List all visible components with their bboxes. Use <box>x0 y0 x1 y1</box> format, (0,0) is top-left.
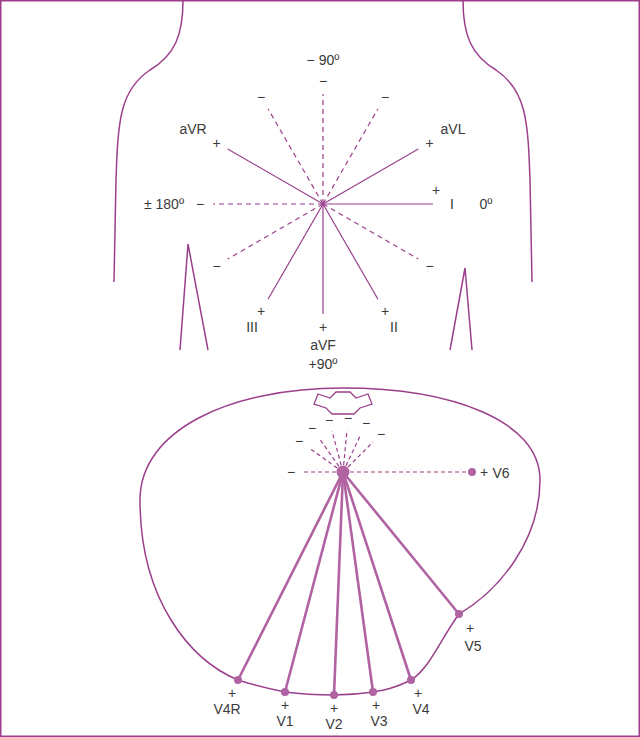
lead-name: III <box>246 320 258 334</box>
lead-axis <box>322 204 323 314</box>
lead-axis <box>213 203 323 204</box>
polarity-sign: − <box>325 413 333 427</box>
axis-angle: 0º <box>480 197 493 211</box>
lead-name: II <box>390 320 398 334</box>
electrode-dot <box>468 468 476 476</box>
lead-axis <box>285 472 343 692</box>
lead-axis <box>323 204 378 299</box>
polarity-sign: + <box>432 183 440 197</box>
lead-axis <box>322 94 323 204</box>
polarity-sign: + <box>281 698 289 712</box>
lead-axis <box>323 149 418 204</box>
polarity-sign: + <box>480 465 488 479</box>
electrode-dot <box>455 610 463 618</box>
lead-axis <box>228 204 323 259</box>
polarity-sign: + <box>372 698 380 712</box>
electrode-dot <box>281 688 289 696</box>
polarity-sign: + <box>466 621 474 635</box>
torso-outline <box>114 0 183 282</box>
lead-axis <box>343 472 411 680</box>
heart-center <box>337 466 350 479</box>
polarity-sign: + <box>425 136 433 150</box>
electrode-dot <box>407 676 415 684</box>
negative-poles <box>303 430 472 472</box>
lead-axis <box>268 109 323 204</box>
polarity-sign: + <box>257 304 265 318</box>
lead-axis <box>268 204 323 299</box>
polarity-sign: − <box>362 416 370 430</box>
polarity-sign: + <box>381 304 389 318</box>
lead-name: I <box>450 197 454 211</box>
electrode-label: V2 <box>325 717 342 731</box>
polarity-sign: + <box>330 701 338 715</box>
vertebra <box>314 392 372 414</box>
lead-name: aVR <box>179 122 206 136</box>
polarity-sign: + <box>319 320 327 334</box>
lead-axis <box>343 472 373 692</box>
electrode-label: V6 <box>492 466 509 480</box>
armpit-line <box>450 268 472 350</box>
polarity-sign: + <box>212 136 220 150</box>
electrode-label: V5 <box>464 639 481 653</box>
lead-axis <box>238 472 343 680</box>
polarity-sign: + <box>414 686 422 700</box>
chest-section <box>140 388 540 695</box>
torso-outline <box>463 0 532 282</box>
axis-angle: +90º <box>309 357 338 371</box>
lead-name: aVF <box>310 338 336 352</box>
axis-angle: − 90º <box>307 53 340 67</box>
electrode-label: V4 <box>412 702 429 716</box>
electrode-dot <box>369 688 377 696</box>
lead-axis <box>323 109 378 204</box>
polarity-sign: − <box>319 74 327 88</box>
polarity-sign: − <box>295 434 303 448</box>
polarity-sign: − <box>257 90 265 104</box>
electrode-dot <box>234 676 242 684</box>
polarity-sign: − <box>308 421 316 435</box>
electrodes <box>234 466 476 700</box>
axis-angle: ± 180º <box>144 197 184 211</box>
polarity-sign: − <box>196 197 204 211</box>
polarity-sign: − <box>377 427 385 441</box>
polarity-sign: − <box>344 411 352 425</box>
polarity-sign: − <box>287 465 295 479</box>
polarity-sign: − <box>381 90 389 104</box>
precordial-leads <box>238 472 459 695</box>
lead-axis <box>228 149 323 204</box>
polarity-sign: − <box>425 259 433 273</box>
lead-axis <box>323 203 433 204</box>
lead-axis <box>343 471 472 472</box>
electrode-label: V3 <box>370 714 387 728</box>
lead-axis <box>323 204 418 259</box>
electrode-label: V1 <box>276 714 293 728</box>
lead-name: aVL <box>441 122 466 136</box>
armpit-line <box>180 244 208 350</box>
electrode-dot <box>330 691 338 699</box>
polarity-sign: − <box>212 259 220 273</box>
limb-lead-axes <box>213 94 433 314</box>
electrode-label: V4R <box>213 702 240 716</box>
polarity-sign: + <box>228 686 236 700</box>
